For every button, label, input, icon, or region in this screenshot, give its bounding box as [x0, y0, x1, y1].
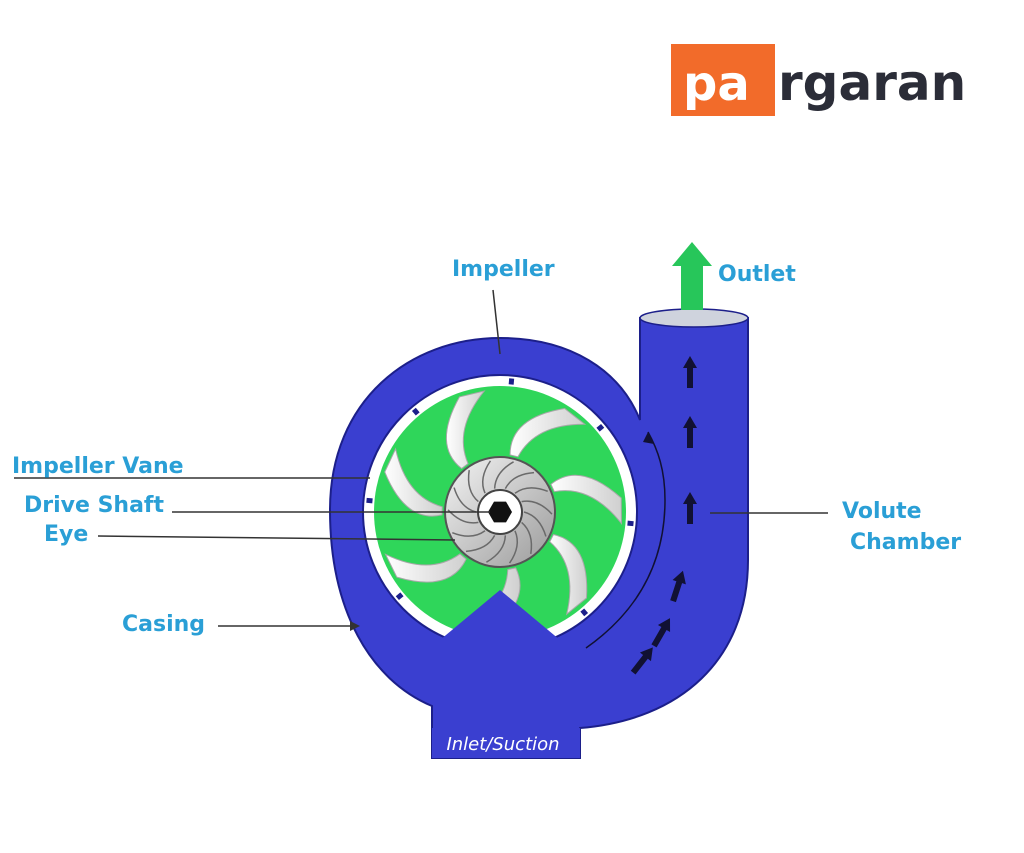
label-impeller: Impeller — [452, 257, 555, 282]
impeller-vane — [549, 533, 588, 616]
eye-blade — [452, 530, 486, 537]
eye-blade — [508, 530, 519, 564]
rim-mark — [395, 592, 404, 601]
impeller-vanes — [384, 390, 622, 634]
pargaran-logo: pa rgaran — [671, 44, 966, 116]
flow-arrow-icon — [683, 492, 697, 524]
flow-arc — [585, 431, 666, 649]
label-chamber: Chamber — [850, 530, 961, 555]
eye-blade — [486, 535, 507, 563]
inlet-suction-label: Inlet/Suction — [446, 734, 559, 755]
impeller-rim-marks — [366, 378, 634, 646]
label-outlet: Outlet — [718, 262, 796, 287]
impeller-vane — [384, 553, 467, 583]
rim-mark — [508, 378, 515, 385]
rim-mark — [627, 520, 634, 527]
eye-blade — [467, 469, 479, 503]
rim-mark — [411, 407, 420, 416]
eye-blade — [521, 500, 553, 515]
label-impeller-vane: Impeller Vane — [12, 454, 184, 479]
flow-arrow-icon — [630, 647, 653, 675]
eye-leader — [97, 535, 456, 541]
inlet-nozzle — [440, 590, 560, 680]
flow-arc-arrowhead — [643, 432, 654, 444]
eye-blades — [447, 460, 553, 564]
rim-mark — [596, 423, 605, 432]
logo-part-pa: pa — [683, 56, 750, 112]
inlet-flange — [432, 728, 580, 758]
eye-blade — [504, 471, 535, 489]
drive-shaft-icon — [488, 501, 512, 523]
eye-blade — [514, 487, 548, 494]
label-drive-shaft: Drive Shaft — [24, 493, 164, 518]
impeller-vane — [384, 447, 443, 517]
eye-blade — [493, 461, 514, 489]
outlet-arrow-icon — [672, 242, 712, 310]
impeller-vane — [509, 408, 587, 458]
flow-arrow-icon — [651, 618, 671, 648]
flow-arrow-icon — [683, 356, 697, 388]
eye-blade — [453, 487, 477, 513]
impeller-leader — [492, 289, 501, 355]
impeller-vane — [445, 390, 486, 470]
label-volute: Volute — [842, 499, 922, 524]
logo-part-rgaran: rgaran — [778, 54, 966, 112]
label-casing: Casing — [122, 612, 205, 637]
eye-blade — [465, 535, 496, 553]
rim-mark — [366, 497, 373, 504]
flow-arrow-icon — [670, 570, 686, 603]
casing-leader-arrowhead — [350, 621, 360, 631]
label-eye: Eye — [44, 522, 88, 547]
rim-mark — [580, 608, 589, 617]
eye-blade — [481, 460, 492, 494]
volute-flow-arrows — [630, 356, 697, 675]
eye-blade — [523, 511, 547, 537]
eye-blade — [521, 521, 533, 555]
discharge-opening — [639, 308, 749, 328]
impeller — [362, 374, 638, 650]
flow-arrow-icon — [683, 416, 697, 448]
logo-orange-box — [671, 44, 775, 116]
leader-lines — [14, 289, 828, 627]
impeller-vane — [550, 474, 622, 526]
